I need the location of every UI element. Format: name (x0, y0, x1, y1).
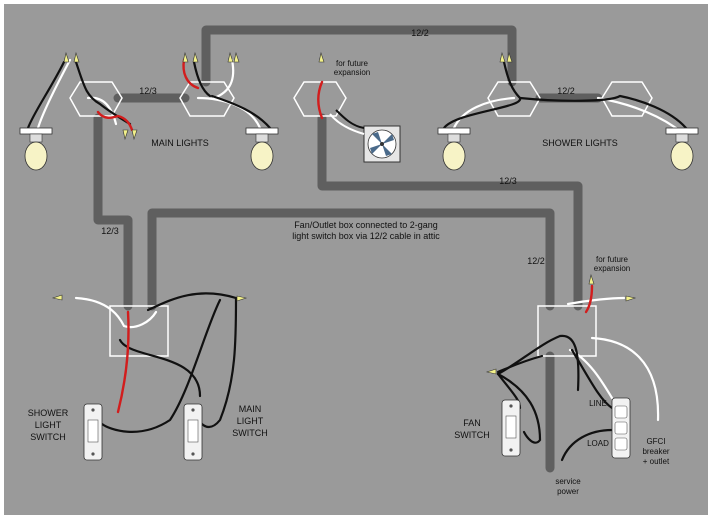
junction-box-fan (293, 81, 347, 117)
wire-nut (588, 273, 595, 285)
wire-nut (51, 294, 63, 301)
cable-label-vertical-right: 12/2 (527, 256, 545, 266)
wire-black (335, 109, 365, 129)
main-switch-label-3: SWITCH (232, 428, 268, 438)
wire-black (74, 60, 132, 126)
wire-black (570, 348, 614, 410)
gfci-label-1: GFCI (646, 437, 665, 446)
cable-left-vertical (93, 113, 133, 311)
wire-nut (485, 368, 497, 375)
switch-box-2gang (109, 305, 169, 357)
service-power-label-1: service (555, 477, 581, 486)
cable-label-left-rooms: 12/3 (139, 86, 157, 96)
shower-switch-label-3: SWITCH (30, 432, 66, 442)
line-terminal-label: LINE (589, 399, 607, 408)
wire-black (118, 338, 202, 398)
wire-red (116, 310, 130, 414)
shower-switch-label-1: SHOWER (28, 408, 69, 418)
wire-nut (227, 51, 234, 63)
note-line-1: Fan/Outlet box connected to 2-gang (294, 220, 438, 230)
wire-black (198, 296, 238, 429)
junction-box-main-right (179, 81, 235, 117)
wire-black (210, 94, 272, 130)
cable-label-right-rooms: 12/2 (557, 86, 575, 96)
wire-white (566, 296, 626, 306)
wire-nut (506, 51, 513, 63)
shower-switch-label-2: LIGHT (35, 420, 62, 430)
light-fixture-main-right (245, 127, 279, 171)
wire-black (146, 292, 238, 312)
light-fixture-shower-right (665, 127, 699, 171)
fan-switch-label-1: FAN (463, 418, 481, 428)
wire-white (452, 96, 516, 130)
wire-nut (192, 51, 199, 63)
future-expansion-label-top-1: for future (336, 59, 369, 68)
wire-black (496, 354, 544, 374)
switch-box-fan-outlet (537, 305, 597, 357)
wire-black (192, 60, 212, 98)
wire-nut (131, 129, 138, 141)
wire-red (96, 110, 134, 132)
wire-white (568, 348, 614, 400)
wire-nut (122, 129, 129, 141)
wire-nut (233, 51, 240, 63)
junction-box-shower-left (487, 81, 541, 117)
note-line-2: light switch box via 12/2 cable in attic (292, 231, 440, 241)
cable-label-top: 12/2 (411, 28, 429, 38)
wire-nut (625, 295, 637, 302)
wire-black (518, 94, 688, 130)
cable-label-mid: 12/3 (499, 176, 517, 186)
wire-nut (499, 51, 506, 63)
wire-white (212, 58, 235, 100)
wire-black (560, 428, 614, 462)
light-fixture-shower-left (437, 127, 471, 171)
cable-middle (147, 208, 555, 311)
wire-white (36, 58, 72, 130)
wire-nut (182, 51, 189, 63)
diagram-background (4, 4, 708, 515)
wire-white (329, 113, 365, 135)
wire-white (590, 336, 660, 422)
future-expansion-label-top-2: expansion (334, 68, 370, 77)
gfci-outlet (611, 397, 631, 459)
future-expansion-label-right-2: expansion (594, 264, 630, 273)
cable-top (201, 25, 517, 87)
cable-label-vertical-left: 12/3 (101, 226, 119, 236)
load-terminal-label: LOAD (587, 439, 609, 448)
gfci-label-3: + outlet (643, 457, 670, 466)
main-switch-label-2: LIGHT (237, 416, 264, 426)
future-expansion-label-right-1: for future (596, 255, 629, 264)
wire-nut (63, 51, 70, 63)
shower-light-switch (83, 403, 103, 461)
wire-nut (236, 295, 248, 302)
bulb-icon (670, 141, 694, 171)
bulb-icon (24, 141, 48, 171)
fan-switch (501, 399, 521, 457)
junction-box-main-left (69, 81, 123, 117)
wire-red (182, 58, 200, 90)
wire-black (26, 60, 66, 130)
bulb-icon (442, 141, 466, 171)
wire-nut (73, 51, 80, 63)
wire-white (74, 296, 158, 329)
light-fixture-main-left (19, 127, 53, 171)
service-power-label-2: power (557, 487, 579, 496)
wire-nut (318, 51, 325, 63)
gfci-label-2: breaker (642, 447, 669, 456)
wire-red (317, 80, 324, 120)
fan-icon (363, 125, 401, 163)
shower-lights-label: SHOWER LIGHTS (542, 138, 618, 148)
wire-black (100, 298, 222, 433)
bulb-icon (250, 141, 274, 171)
main-switch-label-1: MAIN (239, 404, 262, 414)
fan-switch-label-2: SWITCH (454, 430, 490, 440)
wire-black (496, 372, 542, 444)
main-light-switch (183, 403, 203, 461)
cable-fan-outlet (317, 113, 583, 311)
main-lights-label: MAIN LIGHTS (151, 138, 209, 148)
wire-red (584, 284, 594, 314)
